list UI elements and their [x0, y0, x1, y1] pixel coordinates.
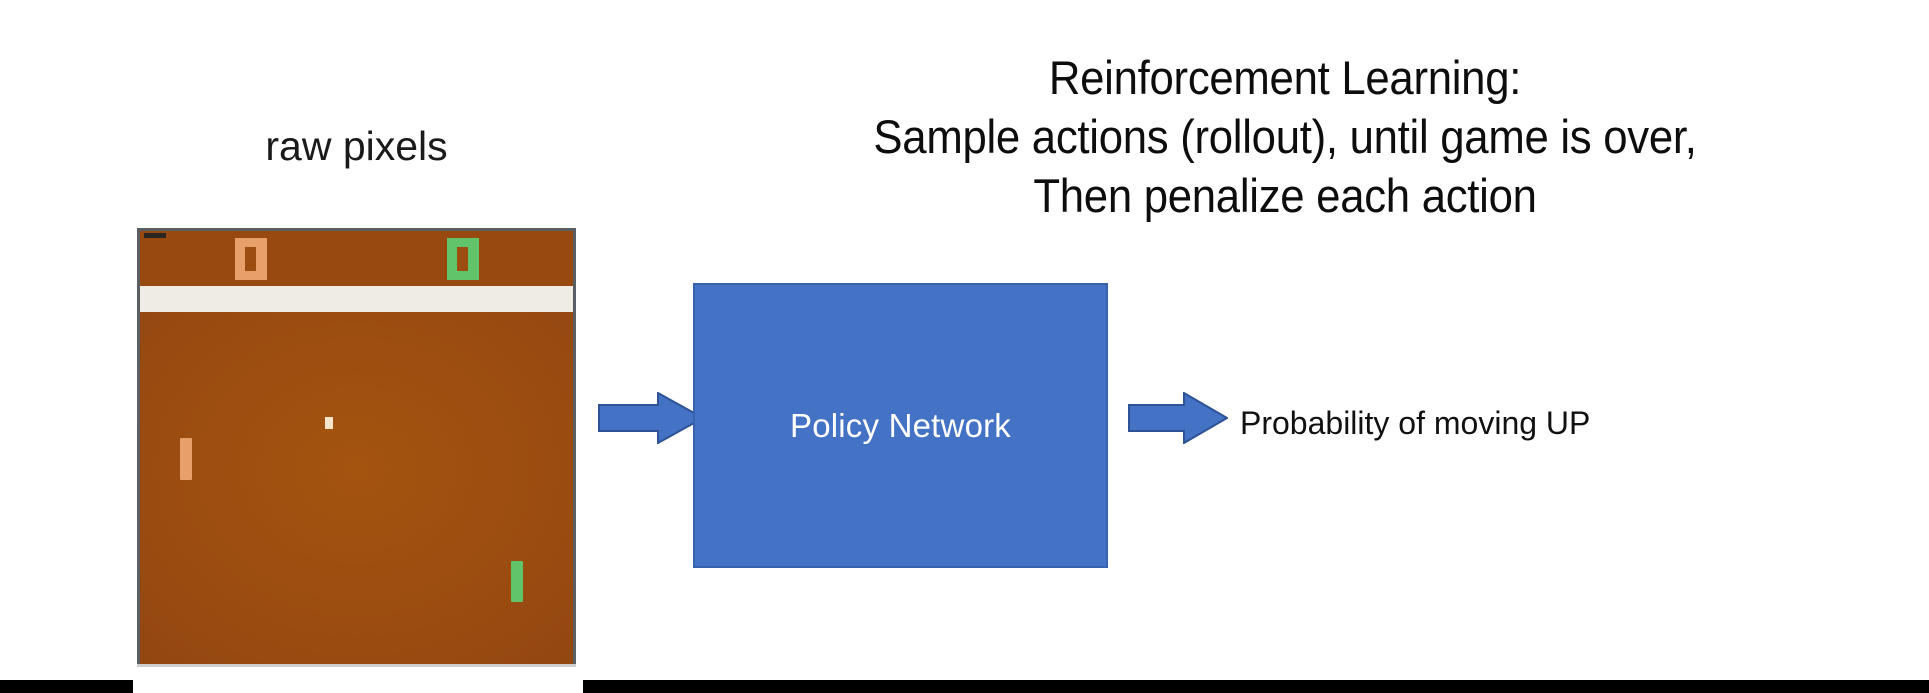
bottom-black-bar-right	[583, 680, 1929, 693]
pong-score-right	[447, 238, 479, 280]
policy-network-box[interactable]: Policy Network	[693, 283, 1108, 568]
heading-line-2: Sample actions (rollout), until game is …	[873, 110, 1697, 163]
pong-frame-corner-marker	[144, 233, 166, 238]
pong-playfield	[140, 231, 573, 664]
pong-paddle-left	[180, 438, 192, 480]
input-arrow-icon	[598, 392, 704, 444]
pong-game-screenshot	[137, 228, 576, 667]
output-caption: Probability of moving UP	[1240, 405, 1591, 441]
pong-score-left	[235, 238, 267, 280]
slide-heading: Reinforcement Learning: Sample actions (…	[685, 48, 1885, 225]
policy-network-label: Policy Network	[789, 406, 1012, 444]
pong-ball	[325, 417, 333, 429]
bottom-black-bar-left	[0, 680, 133, 693]
pong-paddle-right	[511, 561, 523, 602]
pong-divider-band	[140, 286, 573, 312]
pong-score-band	[140, 231, 573, 286]
heading-line-3: Then penalize each action	[1033, 169, 1537, 222]
game-screen-ghost-edge	[137, 664, 576, 667]
heading-line-1: Reinforcement Learning:	[1048, 51, 1522, 104]
output-arrow-icon	[1128, 392, 1228, 444]
raw-pixels-caption: raw pixels	[265, 123, 448, 169]
